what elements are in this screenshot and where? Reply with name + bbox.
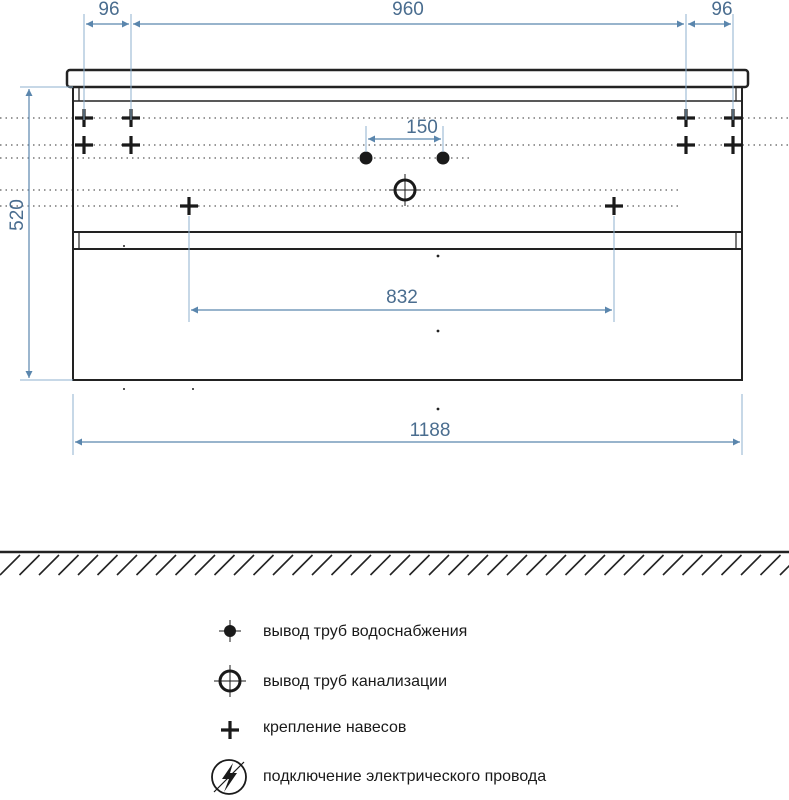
top-dimensions: 96 960 96 [83,0,734,120]
hatch-stroke [681,554,704,576]
hatch-stroke [18,554,41,576]
hatch-stroke [311,554,333,576]
hatch-stroke [584,554,606,576]
legend-label-drain: вывод труб канализации [263,673,447,690]
hatch-stroke [194,554,216,576]
plus-icon [73,134,95,156]
hatch-stroke [174,554,197,576]
hatch-stroke [603,554,626,576]
hatch-stroke [662,554,684,576]
hatch-stroke [291,554,314,576]
hatch-stroke [467,554,489,576]
hatch-stroke [506,554,528,576]
height-dimension: 520 [7,86,73,381]
hatch-stroke [77,554,99,576]
hatch-stroke [213,554,236,576]
hatch-stroke [408,554,431,576]
hatch-stroke [642,554,665,576]
hatch-stroke [252,554,275,576]
legend: вывод труб водоснабжения вывод труб кана… [211,620,546,795]
hatch-stroke [740,554,762,576]
water-supply-dot-right [436,151,450,165]
dim-right-offset: 96 [711,0,732,20]
water-supply-dot-left [359,151,373,165]
plus-icon [178,195,200,217]
hatch-stroke [57,554,80,576]
legend-label-water-supply: вывод труб водоснабжения [263,623,467,640]
legend-item-drain: вывод труб канализации [214,665,447,697]
legend-item-electrical: подключение электрического провода [211,759,546,795]
plus-icon [219,719,241,741]
plus-icon [722,134,744,156]
hatch-stroke [720,554,743,576]
plus-icon [603,195,625,217]
hatch-stroke [545,554,567,576]
legend-label-mounting: крепление навесов [263,719,406,736]
hatch-stroke [369,554,392,576]
dim-height: 520 [7,199,28,231]
dim-hanger-span: 832 [386,287,418,308]
plus-icon [675,134,697,156]
hatch-stroke [701,554,723,576]
floor-hatch [0,550,789,576]
hatch-stroke [0,554,21,576]
guide-lines [0,117,789,207]
hatch-stroke [272,554,294,576]
hatch-stroke [779,564,789,576]
hatch-stroke [350,554,372,576]
water-spacing-dimension: 150 [365,117,444,152]
hatch-stroke [525,554,548,576]
hatch-stroke [233,554,255,576]
legend-item-mounting: крепление навесов [219,719,406,741]
pipe-outlets [359,151,450,206]
cabinet-outline [65,68,750,411]
dim-center-span: 960 [392,0,424,20]
total-width-dimension: 1188 [72,394,743,455]
hatch-stroke [428,554,450,576]
legend-item-water-supply: вывод труб водоснабжения [219,620,467,642]
legend-label-electrical: подключение электрического провода [263,768,546,785]
hatch-stroke [96,554,119,576]
lightning-circle-icon [211,759,247,795]
hatch-stroke [116,554,138,576]
hatch-stroke [330,554,353,576]
dim-water-spacing: 150 [406,117,438,138]
hatch-stroke [447,554,470,576]
dim-left-offset: 96 [98,0,119,20]
hatch-stroke [564,554,587,576]
hatch-stroke [759,554,782,576]
hatch-stroke [623,554,645,576]
hatch-stroke [389,554,411,576]
hanger-span-dimension: 832 [188,216,615,322]
dim-total-width: 1188 [410,420,451,441]
plus-icon [120,134,142,156]
hatch-stroke [38,554,60,576]
hatch-stroke [486,554,509,576]
hatch-stroke [135,554,158,576]
hatch-stroke [155,554,177,576]
